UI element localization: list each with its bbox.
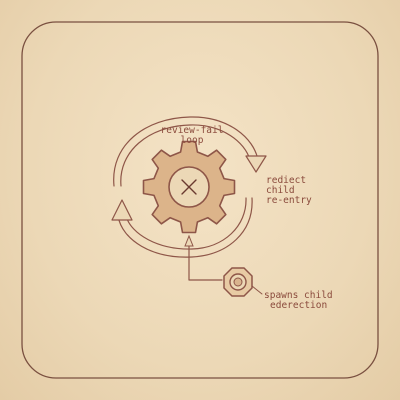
right-label-line1: rediect — [266, 175, 306, 186]
loop-label-line1: review-fail — [161, 125, 224, 136]
child-label-line1: spawns child — [264, 290, 333, 301]
child-label-line2: ederection — [270, 300, 327, 311]
loop-arrow-top — [113, 116, 267, 187]
spawn-connector — [184, 234, 223, 281]
right-label-line3: re-entry — [266, 195, 312, 206]
diagram-frame — [21, 21, 379, 379]
loop-label-line2: loop — [181, 135, 204, 146]
right-label-line2: child — [266, 185, 295, 196]
octagon-nut-icon — [223, 267, 253, 297]
child-label-leader — [251, 285, 263, 295]
x-mark-icon — [181, 179, 197, 195]
loop-arrow-bottom — [111, 197, 253, 258]
